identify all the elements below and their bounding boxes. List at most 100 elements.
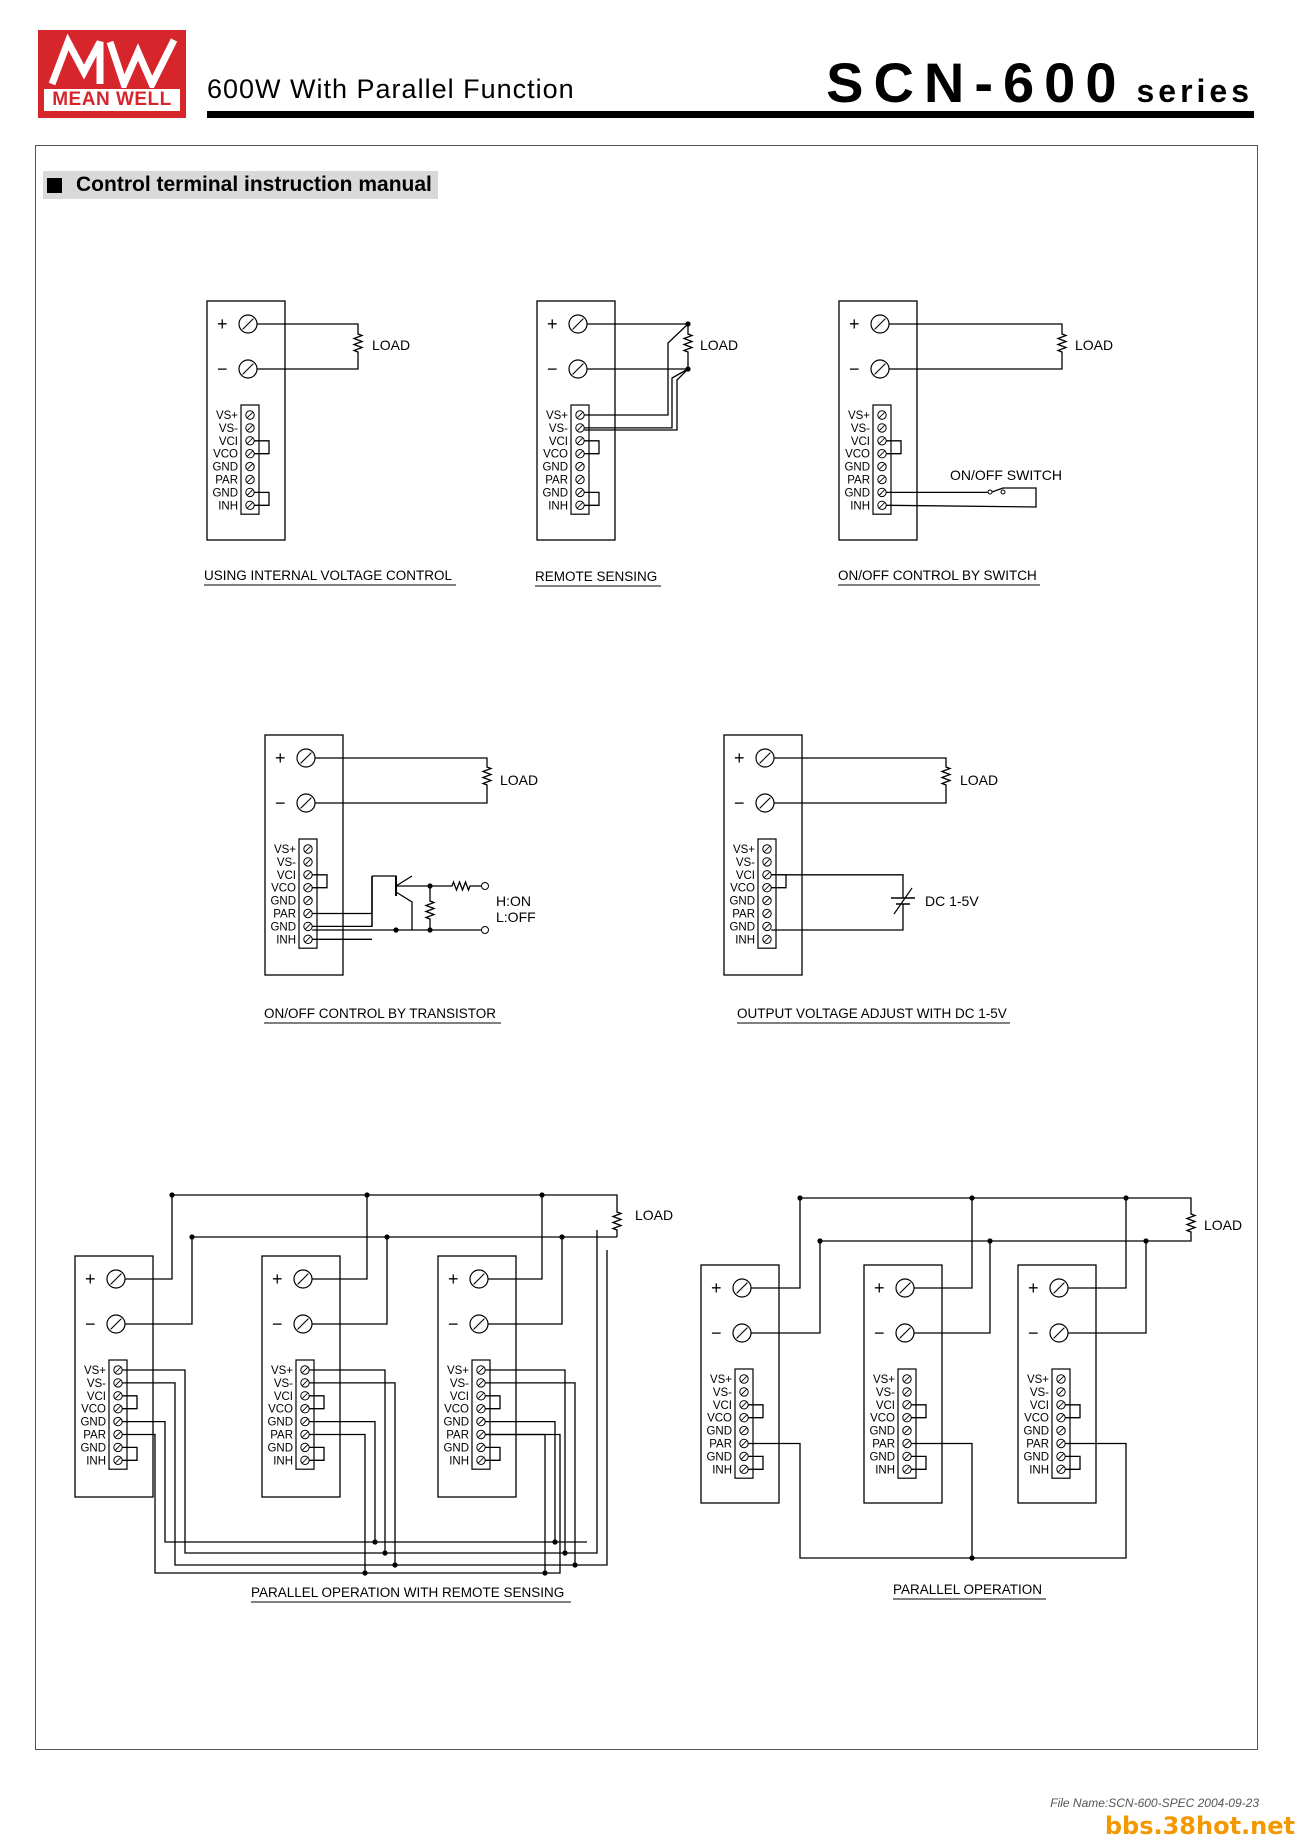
pin-screw-slot bbox=[764, 846, 770, 852]
jumper-gnd-inh bbox=[309, 1446, 325, 1461]
screw-slot bbox=[242, 363, 254, 375]
resistor-icon bbox=[1056, 330, 1068, 356]
pin-screw-slot bbox=[115, 1431, 121, 1438]
pin-label-vsminus: VS- bbox=[450, 1378, 469, 1390]
plus-label: + bbox=[734, 748, 745, 768]
pin-screw-slot bbox=[305, 897, 311, 904]
pin-label-gnd: GND bbox=[869, 1426, 895, 1438]
pin-label-gnd: GND bbox=[706, 1451, 732, 1463]
diagram-caption: OUTPUT VOLTAGE ADJUST WITH DC 1-5V bbox=[737, 1006, 1007, 1021]
pin-label-par: PAR bbox=[545, 475, 568, 487]
switch-label: ON/OFF SWITCH bbox=[950, 467, 1062, 483]
pin-screw-slot bbox=[879, 450, 885, 457]
pin-label-gnd: GND bbox=[1023, 1451, 1049, 1463]
pin-screw-slot bbox=[764, 884, 770, 891]
pin-screw-slot bbox=[247, 463, 253, 470]
junction-dot bbox=[797, 1195, 803, 1201]
pin-screw-slot bbox=[115, 1418, 121, 1425]
load-label: LOAD bbox=[1204, 1217, 1242, 1233]
wire bbox=[485, 1369, 566, 1553]
switch-contact bbox=[987, 489, 993, 495]
junction-dot bbox=[562, 1550, 568, 1556]
pin-label-vco: VCO bbox=[268, 1404, 293, 1416]
control-connector bbox=[897, 1368, 917, 1479]
pin-screw-slot bbox=[302, 1392, 308, 1399]
pin-label-gnd: GND bbox=[729, 896, 755, 908]
load-label: LOAD bbox=[700, 337, 738, 353]
pin-label-vsplus: VS+ bbox=[848, 410, 870, 422]
pin-label-inh: INH bbox=[712, 1464, 732, 1476]
l-off-label: L:OFF bbox=[496, 909, 536, 925]
pin-screw-slot bbox=[247, 424, 253, 431]
pin-label-gnd: GND bbox=[212, 487, 238, 499]
pin-screw-slot bbox=[305, 871, 311, 878]
minus-label: − bbox=[1028, 1323, 1039, 1343]
junction-dot bbox=[1123, 1195, 1129, 1201]
junction-dot bbox=[392, 1562, 398, 1568]
wire bbox=[774, 757, 947, 762]
junction-dot bbox=[364, 1192, 370, 1198]
control-connector bbox=[570, 404, 590, 515]
wire bbox=[889, 323, 1063, 330]
junction-dot bbox=[542, 1570, 548, 1576]
mw-logo-mark-icon bbox=[48, 34, 178, 88]
pin-screw-slot bbox=[577, 476, 583, 483]
pin-label-inh: INH bbox=[735, 934, 755, 946]
pin-label-gnd: GND bbox=[844, 487, 870, 499]
wire bbox=[911, 1442, 973, 1558]
junction-dot bbox=[817, 1238, 823, 1244]
dc-adjust-arrow bbox=[893, 887, 913, 915]
junction-dot bbox=[539, 1192, 545, 1198]
series-word: series bbox=[1136, 73, 1253, 109]
pin-label-gnd: GND bbox=[729, 921, 755, 933]
pin-screw-slot bbox=[302, 1379, 308, 1386]
junction-dot bbox=[169, 1192, 175, 1198]
pin-screw-slot bbox=[302, 1405, 308, 1412]
pin-label-gnd: GND bbox=[844, 462, 870, 474]
resistor-icon bbox=[448, 880, 474, 892]
pin-label-vsplus: VS+ bbox=[271, 1365, 293, 1377]
plus-label: + bbox=[1028, 1278, 1039, 1298]
minus-label: − bbox=[874, 1323, 885, 1343]
pin-label-vsminus: VS- bbox=[87, 1378, 106, 1390]
wire bbox=[771, 874, 904, 898]
screw-slot bbox=[300, 752, 312, 764]
pin-label-inh: INH bbox=[449, 1455, 469, 1467]
junction-dot bbox=[559, 1234, 565, 1240]
pin-label-par: PAR bbox=[847, 475, 870, 487]
junction-dot bbox=[987, 1238, 993, 1244]
pin-screw-slot bbox=[741, 1440, 747, 1447]
wire bbox=[488, 1237, 563, 1325]
pin-label-inh: INH bbox=[1029, 1464, 1049, 1476]
pin-label-par: PAR bbox=[709, 1439, 732, 1451]
pin-screw-slot bbox=[904, 1440, 910, 1447]
mean-well-logo: MEAN WELL bbox=[38, 30, 186, 118]
pin-screw-slot bbox=[478, 1457, 484, 1464]
pin-label-vsminus: VS- bbox=[713, 1387, 732, 1399]
load-label: LOAD bbox=[1075, 337, 1113, 353]
pin-label-gnd: GND bbox=[212, 462, 238, 474]
pin-label-vci: VCI bbox=[549, 436, 568, 448]
pin-screw-slot bbox=[305, 923, 311, 930]
jumper-gnd-inh bbox=[122, 1446, 138, 1461]
pin-screw-slot bbox=[247, 412, 253, 418]
pin-screw-slot bbox=[741, 1376, 747, 1382]
wire bbox=[1068, 1198, 1127, 1289]
wire bbox=[889, 356, 1063, 370]
screw-slot bbox=[297, 1273, 309, 1285]
jumper-vci-vco bbox=[254, 440, 270, 455]
screw-slot bbox=[1053, 1327, 1065, 1339]
pin-label-vsminus: VS- bbox=[219, 423, 238, 435]
pin-screw-slot bbox=[302, 1444, 308, 1451]
screw-slot bbox=[1053, 1282, 1065, 1294]
pin-label-vsplus: VS+ bbox=[447, 1365, 469, 1377]
wire bbox=[312, 1237, 388, 1325]
terminal-open-icon bbox=[481, 926, 489, 934]
pin-label-inh: INH bbox=[218, 500, 238, 512]
jumper-vci-vco bbox=[748, 1404, 764, 1419]
load-label: LOAD bbox=[500, 772, 538, 788]
pin-screw-slot bbox=[478, 1405, 484, 1412]
minus-label: − bbox=[711, 1323, 722, 1343]
switch-contact bbox=[1000, 489, 1006, 495]
pin-screw-slot bbox=[764, 897, 770, 904]
